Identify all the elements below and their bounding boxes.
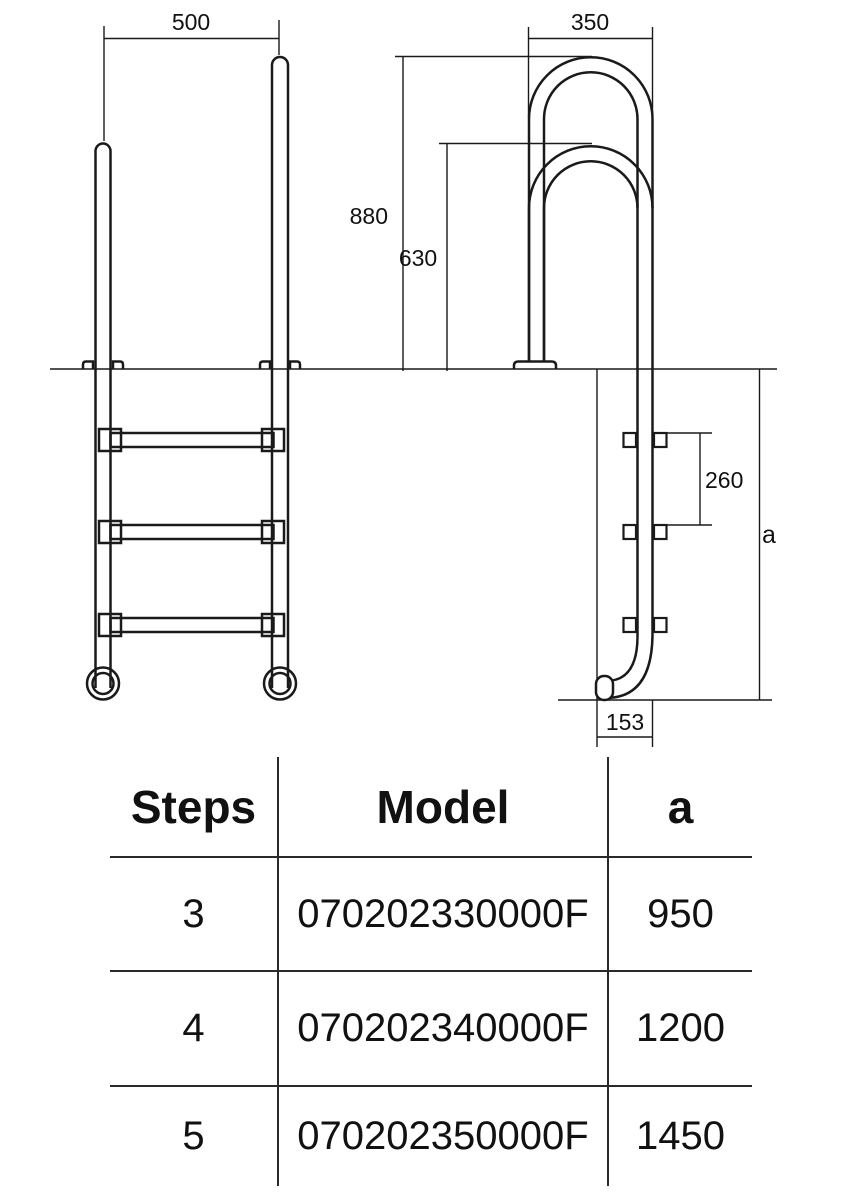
- table-cell-model: 070202350000F: [277, 1087, 609, 1186]
- rung-stub: [622, 431, 638, 449]
- table-cell-steps: 5: [182, 1114, 205, 1158]
- rung-bar: [109, 616, 275, 634]
- rung-end-plate: [97, 427, 123, 453]
- side-view: [512, 56, 668, 702]
- rung-bar: [109, 523, 275, 541]
- rung-stubs: [622, 431, 668, 634]
- table-header-a: a: [609, 757, 752, 858]
- rung-end-plate: [260, 519, 286, 545]
- short-loop-inner: [542, 160, 639, 361]
- deck-anchor-flange: [512, 360, 558, 369]
- rung-stub: [652, 431, 668, 449]
- flange-tab: [258, 360, 272, 369]
- front-view: [81, 55, 302, 701]
- rung-stub: [622, 616, 638, 634]
- table-cell-a: 950: [609, 858, 752, 972]
- dimension-labels: 500 350 880 630 260 a 153: [172, 9, 776, 735]
- right-stile: [270, 55, 290, 688]
- rung-end-plate: [260, 612, 286, 638]
- table-cell-a: 1450: [636, 1114, 725, 1158]
- table-header-model: Model: [277, 757, 609, 858]
- dim-label-a: a: [762, 521, 776, 549]
- rung-3: [97, 612, 286, 638]
- rung-stub: [622, 523, 638, 541]
- right-foot-outer: [262, 666, 298, 701]
- rung-end-plate: [97, 612, 123, 638]
- table-cell-steps: 3: [110, 858, 277, 972]
- rung-1: [97, 427, 286, 453]
- rung-end-plate: [260, 427, 286, 453]
- table-header-steps: Steps: [110, 757, 277, 858]
- rung-end-plate: [97, 519, 123, 545]
- reference-lines: [50, 368, 777, 747]
- table-cell-a: 1200: [609, 972, 752, 1087]
- table-cell-model: 070202340000F: [277, 972, 609, 1087]
- rung-stub: [652, 616, 668, 634]
- model-spec-table: Steps Model a 3 070202330000F 950 4 0702…: [110, 757, 752, 1186]
- rung-2: [97, 519, 286, 545]
- table-cell-model: 070202330000F: [277, 858, 609, 972]
- technical-drawing: 500 350 880 630 260 a 153: [50, 9, 777, 747]
- table-cell-steps: 4: [110, 972, 277, 1087]
- rung-stub: [652, 523, 668, 541]
- right-foot-inner: [268, 671, 292, 696]
- dim-label-260: 260: [705, 467, 743, 493]
- flange-tab: [111, 360, 125, 369]
- left-foot-outer: [85, 666, 121, 701]
- dim-label-153: 153: [606, 709, 644, 735]
- dim-label-630: 630: [399, 245, 437, 271]
- tall-loop-inner: [542, 71, 639, 369]
- stile-outer: [605, 369, 654, 700]
- dimension-lines: [103, 20, 761, 747]
- dim-label-880: 880: [350, 203, 388, 229]
- flange-tab: [288, 360, 302, 369]
- left-foot-inner: [91, 671, 115, 696]
- tall-loop-outer: [527, 56, 654, 369]
- flange-tab: [81, 360, 95, 369]
- dim-label-350: 350: [571, 9, 609, 35]
- left-stile: [94, 142, 112, 688]
- rung-bar: [109, 431, 275, 449]
- dim-label-500: 500: [172, 9, 210, 35]
- foot-end-cap: [594, 674, 615, 702]
- short-loop-outer: [527, 145, 654, 361]
